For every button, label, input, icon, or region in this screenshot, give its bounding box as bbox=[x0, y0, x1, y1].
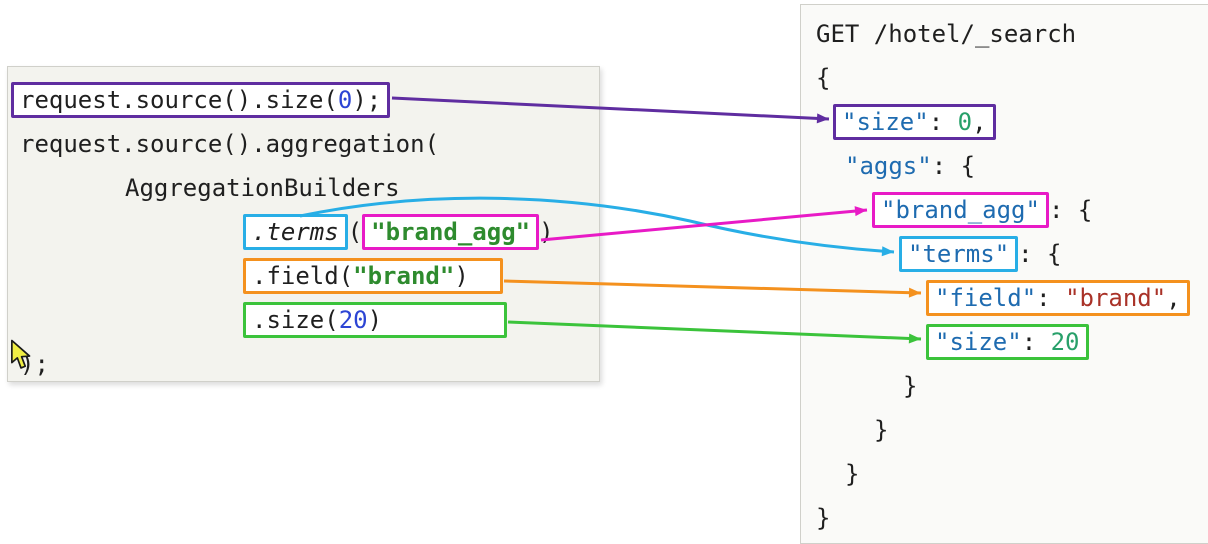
code-line-dsl-field: "field": "brand", bbox=[816, 276, 1208, 320]
code-text: : { bbox=[1018, 240, 1062, 268]
json-key: "size" bbox=[935, 328, 1022, 356]
code-text: .size( bbox=[252, 306, 339, 334]
code-text: .field( bbox=[252, 262, 354, 290]
code-line-dsl-brand-agg: "brand_agg" : { bbox=[816, 188, 1208, 232]
code-text: ) bbox=[454, 262, 469, 290]
code-text: : bbox=[1021, 328, 1051, 356]
code-text: , bbox=[972, 108, 987, 136]
json-key: "size" bbox=[842, 108, 929, 136]
code-method-terms: .terms bbox=[252, 218, 339, 246]
highlight-box-purple-java: request.source().size(0); bbox=[11, 82, 391, 118]
code-text: GET /hotel/_search bbox=[816, 20, 1077, 48]
json-number: 20 bbox=[1050, 328, 1080, 356]
code-line-dsl-terms: "terms" : { bbox=[816, 232, 1208, 276]
code-text: AggregationBuilders bbox=[125, 174, 400, 202]
code-text: : bbox=[928, 108, 958, 136]
code-text: } bbox=[874, 416, 889, 444]
code-line-dsl-size20: "size": 20 bbox=[816, 320, 1208, 364]
code-text: } bbox=[816, 504, 831, 532]
code-string: "brand" bbox=[353, 262, 455, 290]
code-line-dsl-close: } bbox=[816, 452, 1208, 496]
highlight-box-magenta-dsl: "brand_agg" bbox=[872, 192, 1049, 228]
code-text: ); bbox=[352, 86, 382, 114]
highlight-box-orange-dsl: "field": "brand", bbox=[926, 280, 1190, 316]
json-string-value: "brand" bbox=[1065, 284, 1167, 312]
code-line-java-close: ); bbox=[20, 342, 599, 386]
code-text: , bbox=[1166, 284, 1181, 312]
code-line-dsl-size: "size": 0, bbox=[816, 100, 1208, 144]
code-line-dsl-aggs: "aggs": { bbox=[816, 144, 1208, 188]
json-key: "field" bbox=[935, 284, 1037, 312]
code-line-dsl-close: } bbox=[816, 496, 1208, 540]
code-text: : { bbox=[931, 152, 976, 180]
code-text: ) bbox=[539, 218, 554, 246]
highlight-box-cyan-java: .terms bbox=[243, 214, 348, 250]
dsl-query-panel: GET /hotel/_search { "size": 0, "aggs": … bbox=[800, 4, 1208, 544]
code-number: 20 bbox=[338, 306, 368, 334]
code-number: 0 bbox=[337, 86, 353, 114]
code-line-java-field: .field("brand") bbox=[243, 254, 599, 298]
code-text: : bbox=[1036, 284, 1066, 312]
highlight-box-green-dsl: "size": 20 bbox=[926, 324, 1089, 360]
code-text: ) bbox=[367, 306, 383, 334]
highlight-box-cyan-dsl: "terms" bbox=[899, 236, 1019, 272]
code-line-java-terms: .terms ( "brand_agg") bbox=[243, 210, 599, 254]
json-key: "terms" bbox=[908, 240, 1010, 268]
code-text: } bbox=[845, 460, 860, 488]
code-line-java-aggregation: request.source().aggregation( bbox=[20, 122, 599, 166]
json-key: "aggs" bbox=[845, 152, 932, 180]
java-code-panel: request.source().size(0); request.source… bbox=[7, 66, 600, 382]
json-key: "brand_agg" bbox=[881, 196, 1040, 224]
code-text: request.source().aggregation( bbox=[20, 130, 440, 158]
code-string: "brand_agg" bbox=[371, 218, 531, 246]
code-text: { bbox=[816, 64, 831, 92]
code-text: request.source().size( bbox=[20, 86, 338, 114]
json-number: 0 bbox=[957, 108, 973, 136]
code-line-dsl-close: } bbox=[816, 408, 1208, 452]
highlight-box-magenta-java: "brand_agg" bbox=[362, 214, 540, 250]
code-line-dsl-close: } bbox=[816, 364, 1208, 408]
code-line-dsl-get: GET /hotel/_search bbox=[816, 12, 1208, 56]
code-text: } bbox=[903, 372, 918, 400]
highlight-box-orange-java: .field("brand") bbox=[243, 258, 503, 294]
highlight-box-purple-dsl: "size": 0, bbox=[833, 104, 996, 140]
code-text: : { bbox=[1048, 196, 1093, 224]
code-text: ); bbox=[20, 350, 49, 378]
highlight-box-green-java: .size(20) bbox=[243, 302, 507, 338]
code-text: ( bbox=[347, 218, 363, 246]
code-line-java-builders: AggregationBuilders bbox=[20, 166, 599, 210]
code-line-java-size20: .size(20) bbox=[243, 298, 599, 342]
code-line-java-size: request.source().size(0); bbox=[11, 78, 599, 122]
code-line-dsl-open-brace: { bbox=[816, 56, 1208, 100]
